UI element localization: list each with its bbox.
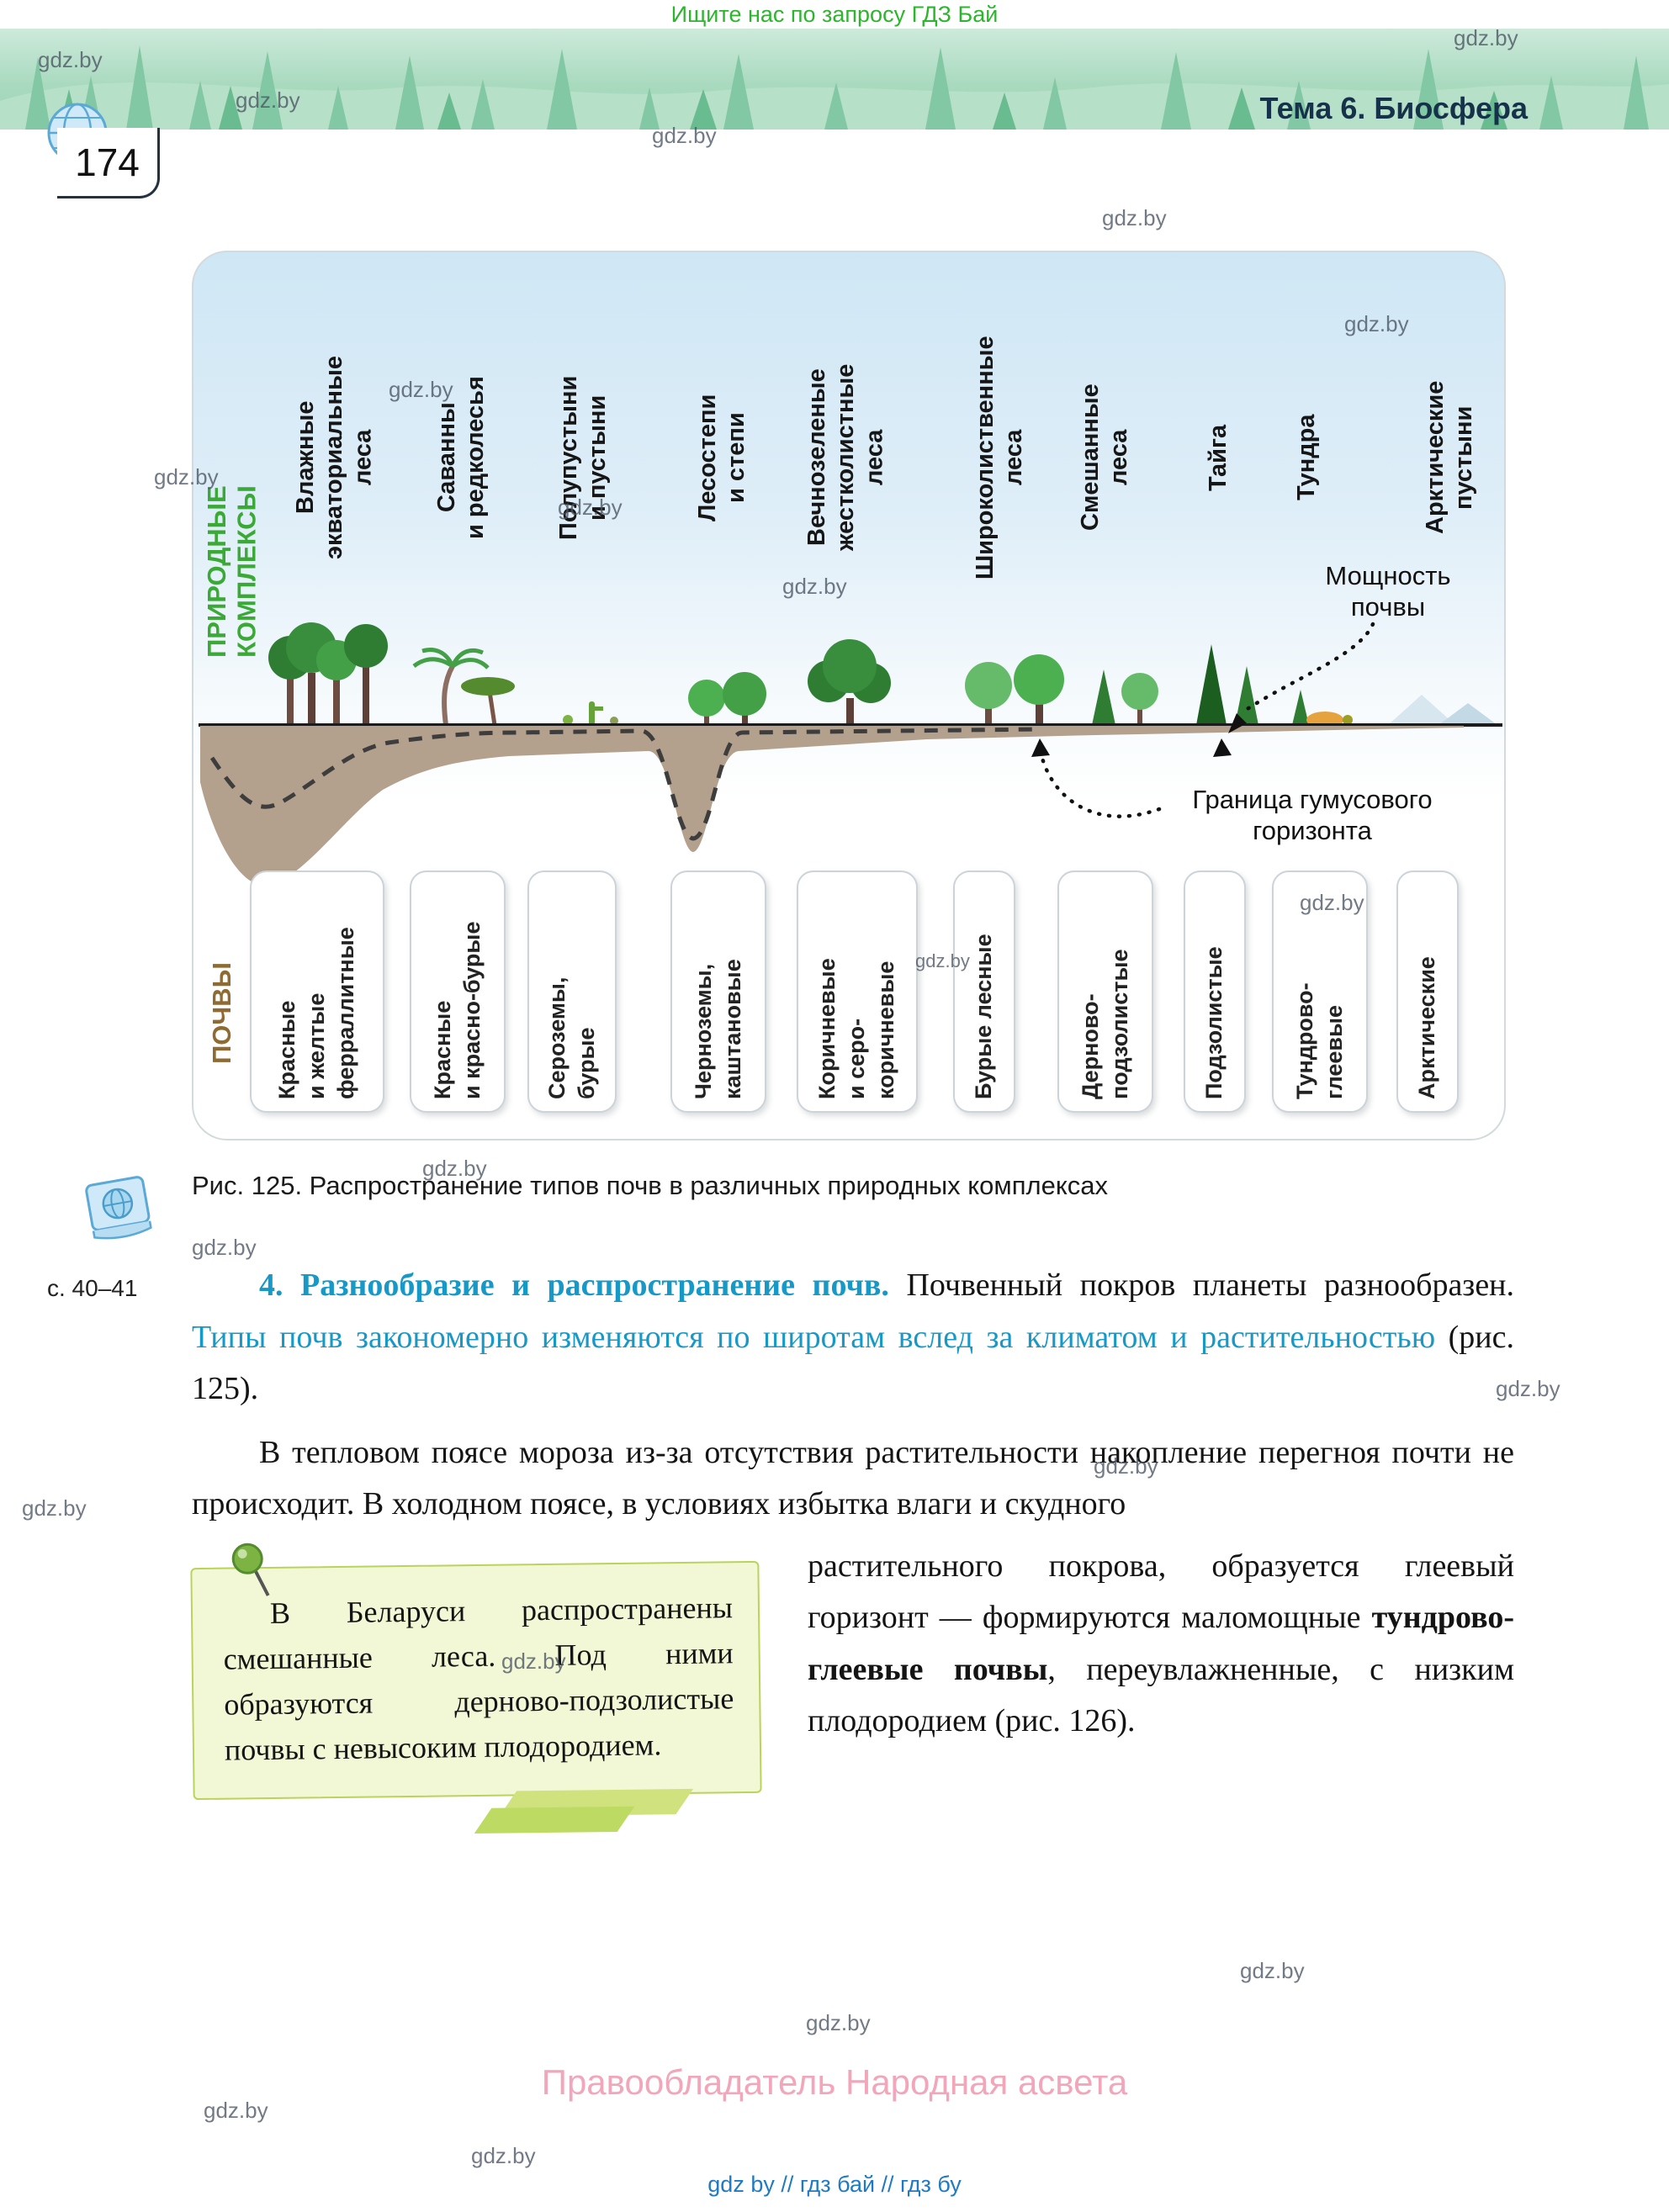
- soil-type-box: Коричневые и серо- коричневые: [797, 871, 918, 1113]
- soils-title: ПОЧВЫ: [207, 962, 236, 1064]
- natural-complex-label: Саванны и редколесья: [432, 376, 489, 539]
- section-number: 4.: [259, 1267, 283, 1303]
- soil-type-box: Тундрово- глеевые: [1272, 871, 1368, 1113]
- soil-type-box: Красные и желтые ферраллитные: [250, 871, 384, 1113]
- figure-reference: (рис. 125).: [192, 1319, 1514, 1407]
- watermark: gdz.by: [22, 1495, 87, 1521]
- watermark: gdz.by: [782, 574, 847, 599]
- soil-thickness-annotation: Мощность почвы: [1325, 561, 1451, 622]
- watermark: gdz.by: [1454, 25, 1518, 50]
- soil-profile-illustration: [200, 726, 1464, 886]
- watermark: gdz.by: [236, 87, 300, 113]
- page-number: 174: [57, 128, 160, 198]
- body-sentence: Почвенный покров планеты разнообразен.: [906, 1267, 1515, 1303]
- watermark: gdz.by: [471, 2143, 536, 2168]
- soil-type-box: Черноземы, каштановые: [670, 871, 766, 1113]
- note-text: В Беларуси распространены смешанные леса…: [223, 1590, 734, 1767]
- watermark: gdz.by: [1094, 1453, 1158, 1479]
- pushpin-icon: [180, 1540, 282, 1616]
- watermark: gdz.by: [652, 123, 717, 148]
- natural-complex-label: Лесостепи и степи: [693, 394, 750, 521]
- watermark: gdz.by: [154, 464, 219, 489]
- soil-type-box: Бурые лесные: [953, 871, 1015, 1113]
- watermark: gdz.by: [1102, 205, 1167, 230]
- watermark: gdz.by: [192, 1235, 257, 1260]
- atlas-book-icon: [76, 1162, 160, 1251]
- soil-type-box: Дерново- подзолистые: [1057, 871, 1153, 1113]
- watermark: gdz.by: [806, 2010, 871, 2035]
- soil-type-box: Арктические: [1396, 871, 1459, 1113]
- section-heading: Разнообразие и распространение почв.: [300, 1267, 889, 1303]
- body-sentence: растительного покрова, образуется глеевы…: [808, 1548, 1514, 1636]
- watermark: gdz.by: [204, 2098, 268, 2123]
- soil-type-box: Красные и красно-бурые: [410, 871, 506, 1113]
- natural-complex-label: Широколиственные леса: [971, 336, 1027, 579]
- paragraph-frost-belt: В тепловом поясе мороза из-за отсутствия…: [192, 1434, 1514, 1522]
- soil-type-box: Подзолистые: [1184, 871, 1246, 1113]
- watermark: gdz.by: [389, 377, 453, 402]
- natural-complex-label: Полупустыни и пустыни: [554, 375, 611, 540]
- watermark: gdz.by: [501, 1648, 566, 1674]
- header-forest-band: [0, 29, 1669, 130]
- watermark: gdz.by: [558, 495, 623, 520]
- pages-reference: с. 40–41: [47, 1275, 138, 1301]
- text-with-note: В Беларуси распространены смешанные леса…: [190, 1541, 1514, 1834]
- watermark: gdz.by: [1496, 1376, 1560, 1401]
- highlighted-sentence: Типы почв закономерно изменяются по широ…: [192, 1319, 1436, 1355]
- natural-complex-label: Тайга: [1204, 424, 1232, 491]
- body-sentence: , переувлажненные, с низким плодородием …: [808, 1651, 1515, 1739]
- natural-complex-label: Смешанные леса: [1076, 384, 1132, 532]
- figure-125: ПРИРОДНЫЕ КОМПЛЕКСЫ Влажные экваториальн…: [192, 251, 1506, 1140]
- paragraph-tundra-gley: растительного покрова, образуется глеевы…: [192, 1541, 1514, 1748]
- humus-boundary-annotation: Граница гумусового горизонта: [1192, 785, 1433, 846]
- paper-fold: [474, 1806, 635, 1834]
- watermark: gdz.by: [915, 950, 970, 971]
- vegetation-illustration: [199, 622, 1502, 728]
- figure-caption: Рис. 125. Распространение типов почв в р…: [192, 1171, 1108, 1200]
- watermark: gdz.by: [422, 1156, 487, 1181]
- watermark: gdz.by: [38, 47, 103, 72]
- belarus-note-box: В Беларуси распространены смешанные леса…: [190, 1543, 762, 1834]
- top-banner-text: Ищите нас по запросу ГДЗ Бай: [670, 2, 999, 27]
- natural-complex-label: Влажные экваториальные леса: [291, 356, 377, 559]
- forest-silhouette: [0, 45, 1669, 130]
- paragraph-soil-diversity: 4. Разнообразие и распространение почв. …: [192, 1260, 1514, 1416]
- theme-title: Тема 6. Биосфера: [1259, 91, 1528, 125]
- body-text: 4. Разнообразие и распространение почв. …: [190, 1260, 1514, 1834]
- term-bold: тундрово-глеевые почвы: [808, 1600, 1514, 1687]
- soil-type-box: Сероземы, бурые: [527, 871, 617, 1113]
- watermark: gdz.by: [1344, 311, 1409, 336]
- footer-links[interactable]: gdz by // гдз бай // гдз бу: [707, 2172, 962, 2197]
- watermark: gdz.by: [1240, 1958, 1305, 1983]
- watermark: gdz.by: [1300, 890, 1364, 915]
- copyright-line: Правообладатель Народная асвета: [541, 2062, 1128, 2102]
